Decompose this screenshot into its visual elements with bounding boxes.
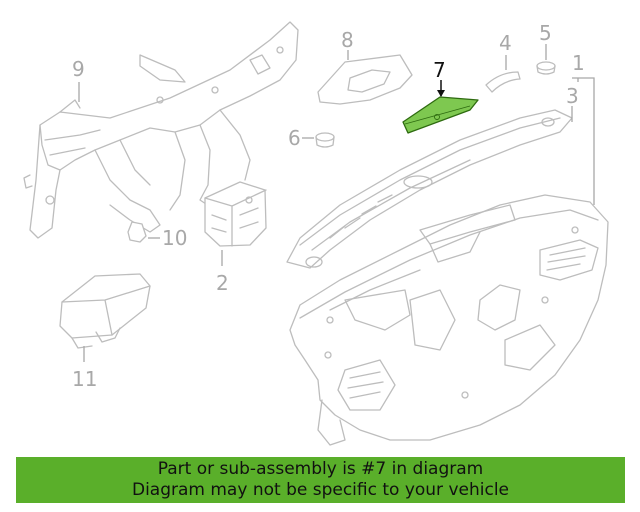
callout-3: 3 [566, 84, 579, 108]
part-4-trim-piece[interactable] [485, 71, 521, 93]
part-6-clip[interactable] [315, 132, 335, 148]
part-2-module[interactable] [204, 181, 267, 247]
callout-2: 2 [216, 271, 229, 295]
callout-6: 6 [288, 126, 301, 150]
callout-9: 9 [72, 57, 85, 81]
part-10-clip[interactable] [127, 221, 147, 243]
part-11-airbag[interactable] [59, 273, 151, 349]
part-1-instrument-panel[interactable] [289, 194, 609, 446]
banner-line-2: Diagram may not be specific to your vehi… [131, 480, 509, 500]
callout-10: 10 [162, 226, 187, 250]
callout-5: 5 [539, 21, 552, 45]
callout-4: 4 [499, 31, 512, 55]
part-5-clip[interactable] [536, 61, 556, 75]
info-banner: Part or sub-assembly is #7 in diagram Di… [16, 457, 625, 503]
part-3-upper-panel[interactable] [286, 109, 573, 269]
parts-diagram: 9 8 7 4 5 6 3 [23, 21, 609, 446]
callout-8: 8 [341, 28, 354, 52]
callout-1: 1 [572, 51, 585, 75]
callout-11: 11 [72, 367, 97, 391]
part-7-highlighted[interactable] [402, 96, 479, 134]
part-8-bezel[interactable] [317, 54, 413, 105]
part-9-crossbeam[interactable] [23, 21, 299, 239]
banner-line-1: Part or sub-assembly is #7 in diagram [157, 459, 484, 479]
callout-7: 7 [433, 58, 446, 82]
